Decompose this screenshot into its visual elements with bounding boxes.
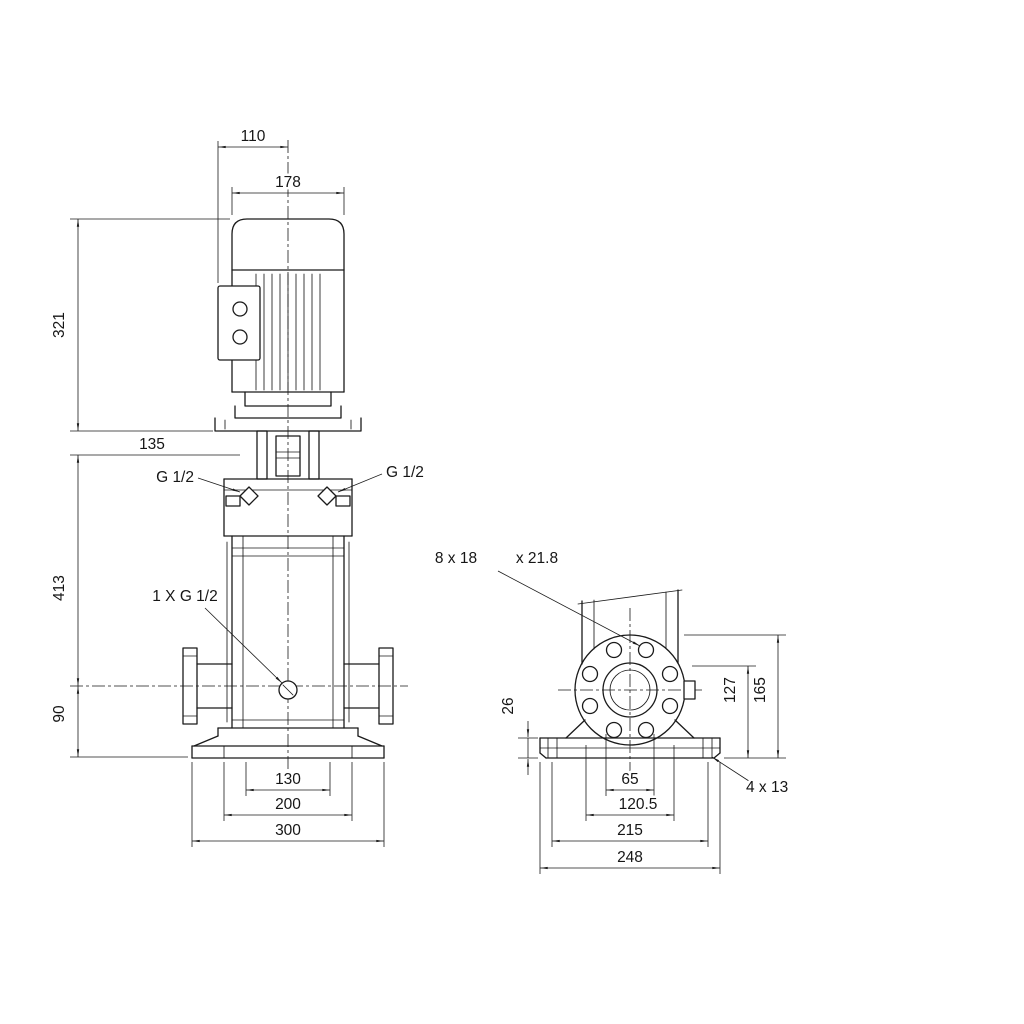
dim-base-depth-label: 248: [617, 849, 643, 866]
base-front: [191, 727, 385, 759]
counterbore-label: x 21.8: [516, 550, 558, 567]
discharge-flange: [343, 647, 394, 725]
dim-flange-height-label: 127: [722, 677, 739, 703]
leader-plug-right: [337, 473, 383, 493]
staybolt-nut: [335, 495, 351, 507]
dim-bolt-spacing-label: 200: [275, 796, 301, 813]
pump-head: [223, 478, 353, 537]
terminal-box: [217, 285, 261, 361]
side-view: 8 x 18 x 21.8 26 127 165 65 120.5 215 24…: [432, 548, 791, 874]
dim-base-inner-label: 130: [275, 771, 301, 788]
front-view: 110 178 321 135 413 90 130 200 300 G 1/2…: [49, 126, 426, 847]
bolt-hole-icon: [661, 665, 679, 683]
dim-motor-height-label: 321: [51, 312, 68, 338]
dim-motor-width-label: 178: [275, 174, 301, 191]
motor-stool-plate: [214, 417, 362, 432]
cable-gland-icon: [232, 329, 248, 345]
coupling: [275, 435, 301, 477]
dim-motor-depth-label: 110: [241, 128, 266, 145]
base-side: [539, 719, 721, 759]
bolt-hole-icon: [581, 697, 599, 715]
bolt-hole-icon: [581, 665, 599, 683]
dim-port-height-label: 90: [51, 705, 68, 723]
bolt-hole-icon: [637, 641, 655, 659]
staybolt-nut: [225, 495, 241, 507]
dim-bolt-circle-label: 120.5: [619, 796, 658, 813]
side-centerlines: [558, 608, 702, 772]
dim-base-slot-spacing-label: 215: [617, 822, 643, 839]
dim-column-height-label: 165: [752, 677, 769, 703]
dim-head-clearance-label: 135: [139, 436, 165, 453]
bolt-hole-icon: [661, 697, 679, 715]
motor-outline: [214, 218, 362, 432]
pump-column: [577, 589, 683, 665]
motor-endshield: [244, 391, 332, 407]
motor-flange: [234, 405, 342, 419]
bolt-hole-icon: [605, 721, 623, 739]
motor-fins: [255, 273, 321, 391]
front-dimensions: 110 178 321 135 413 90 130 200 300 G 1/2…: [49, 126, 426, 847]
side-dimensions: 8 x 18 x 21.8 26 127 165 65 120.5 215 24…: [432, 548, 791, 874]
cable-gland-icon: [232, 301, 248, 317]
plug-right-label: G 1/2: [386, 464, 424, 481]
suction-flange: [182, 647, 233, 725]
leader-drain-plug: [204, 607, 283, 684]
front-centerlines: [70, 140, 408, 772]
leader-bolt-holes: [497, 570, 641, 647]
flange-tab: [683, 680, 696, 700]
bolt-hole-icon: [605, 641, 623, 659]
dim-base-width-label: 300: [275, 822, 301, 839]
drain-plug-label: 1 X G 1/2: [152, 588, 217, 605]
plug-left-label: G 1/2: [156, 469, 194, 486]
plug-left-icon: [239, 486, 259, 506]
leader-plug-left: [197, 477, 241, 493]
dim-baseplate-thickness-label: 26: [500, 697, 517, 714]
drain-plug-icon: [278, 680, 298, 700]
leader-base-slots: [711, 756, 753, 784]
chamber-stack: [226, 535, 350, 729]
bolt-hole-icon: [637, 721, 655, 739]
dim-hole-spacing-label: 65: [621, 771, 638, 788]
base-slots-label: 4 x 13: [746, 779, 788, 796]
flange-holes-label: 8 x 18: [435, 550, 477, 567]
plug-right-icon: [317, 486, 337, 506]
dim-pump-height-label: 413: [51, 575, 68, 601]
